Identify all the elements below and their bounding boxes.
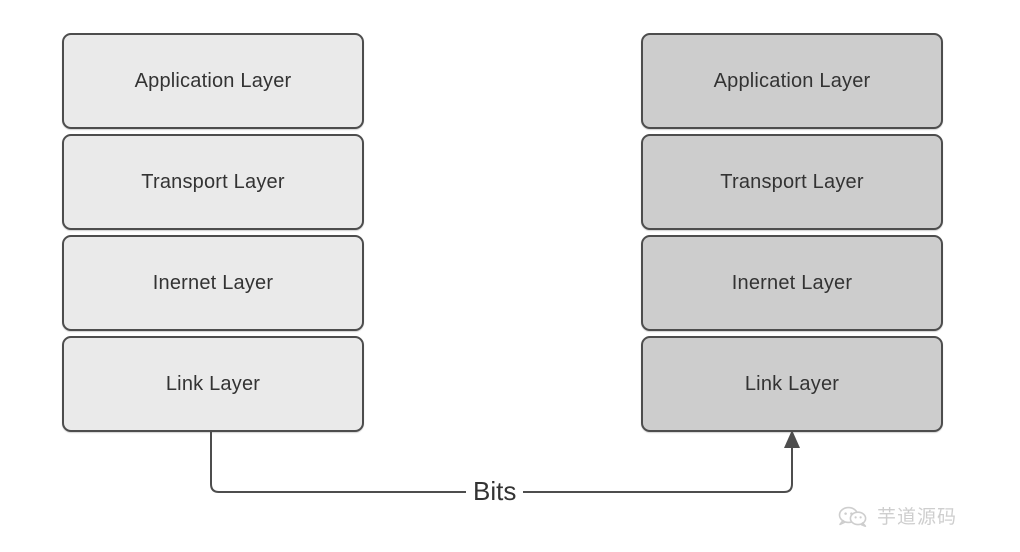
layer-box-internet-right: Inernet Layer xyxy=(641,235,943,331)
layer-label: Inernet Layer xyxy=(152,272,274,294)
watermark: 芋道源码 xyxy=(838,505,957,529)
watermark-text: 芋道源码 xyxy=(877,506,958,528)
connector-line-left xyxy=(211,430,1020,492)
layer-box-application-right: Application Layer xyxy=(641,33,943,129)
layer-label: Link Layer xyxy=(165,373,261,395)
layer-box-transport-left: Transport Layer xyxy=(62,134,364,230)
layer-label: Application Layer xyxy=(713,70,871,92)
bits-label: Bits xyxy=(466,474,524,508)
layer-box-application-left: Application Layer xyxy=(62,33,364,129)
layer-label: Application Layer xyxy=(134,70,292,92)
layer-label: Transport Layer xyxy=(720,171,864,193)
layer-stack-sender: Application Layer Transport Layer Inerne… xyxy=(62,33,364,432)
layer-stack-receiver: Application Layer Transport Layer Inerne… xyxy=(641,33,943,432)
layer-label: Inernet Layer xyxy=(731,272,853,294)
layer-box-link-left: Link Layer xyxy=(62,336,364,432)
layer-box-link-right: Link Layer xyxy=(641,336,943,432)
wechat-bubbles-icon xyxy=(838,506,867,527)
connector-arrowhead-icon xyxy=(784,430,800,448)
layer-box-transport-right: Transport Layer xyxy=(641,134,943,230)
layer-box-internet-left: Inernet Layer xyxy=(62,235,364,331)
connector-line-right xyxy=(0,440,792,492)
layer-label: Transport Layer xyxy=(141,171,285,193)
layer-label: Link Layer xyxy=(744,373,840,395)
